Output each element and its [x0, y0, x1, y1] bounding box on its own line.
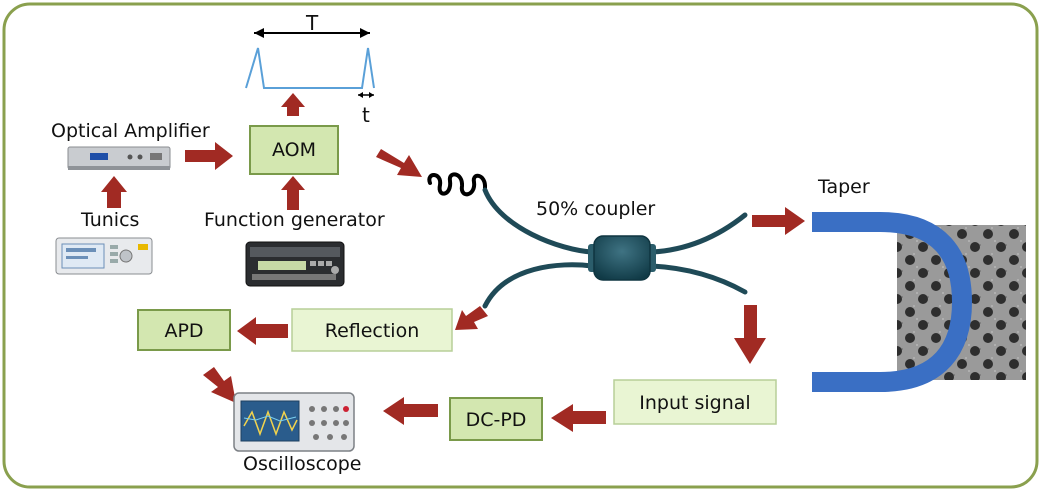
period-label: T [305, 11, 319, 35]
oscilloscope-device [233, 392, 355, 452]
input-signal-label: Input signal [639, 392, 750, 414]
tunics-device [55, 237, 153, 275]
arrow-aom-to-pulse [281, 93, 305, 116]
oscilloscope-label: Oscilloscope [243, 453, 361, 475]
dc-pd-box [449, 397, 543, 441]
function-generator-device [245, 241, 345, 287]
input-signal-box [613, 379, 777, 425]
arrow-input-signal-to-dc-pd [551, 404, 606, 432]
fiber-paths [482, 187, 748, 309]
apd-box [137, 309, 231, 351]
coupler [588, 235, 656, 281]
aom-label: AOM [272, 139, 316, 161]
pulse-waveform: T t [245, 11, 375, 127]
reflection-label: Reflection [325, 320, 420, 342]
coupler-label: 50% coupler [536, 198, 655, 220]
arrow-amplifier-to-aom [185, 142, 233, 170]
arrows [101, 93, 805, 432]
apd-label: APD [164, 320, 203, 342]
arrow-coupler-to-taper [752, 207, 805, 235]
aom-box [249, 125, 339, 175]
arrow-coupler-to-reflection [455, 306, 488, 330]
optical-amplifier-device [67, 146, 171, 170]
optical-amplifier-label: Optical Amplifier [51, 120, 210, 142]
fiber-coil [427, 172, 487, 197]
arrow-apd-to-oscilloscope [203, 367, 236, 403]
pulse-width-label: t [362, 103, 370, 127]
arrow-tunics-to-amplifier [101, 176, 127, 208]
dc-pd-label: DC-PD [466, 409, 527, 431]
arrow-generator-to-aom [281, 176, 305, 210]
taper-label: Taper [817, 176, 870, 198]
arrow-aom-to-fiber [376, 149, 422, 177]
arrow-reflection-to-apd [237, 317, 288, 345]
tunics-label: Tunics [80, 209, 139, 231]
function-generator-label: Function generator [204, 209, 385, 231]
arrow-coupler-to-input-signal [734, 305, 766, 364]
reflection-box [291, 308, 453, 352]
arrow-dc-pd-to-oscilloscope [383, 397, 438, 425]
taper-fiber [812, 212, 973, 392]
